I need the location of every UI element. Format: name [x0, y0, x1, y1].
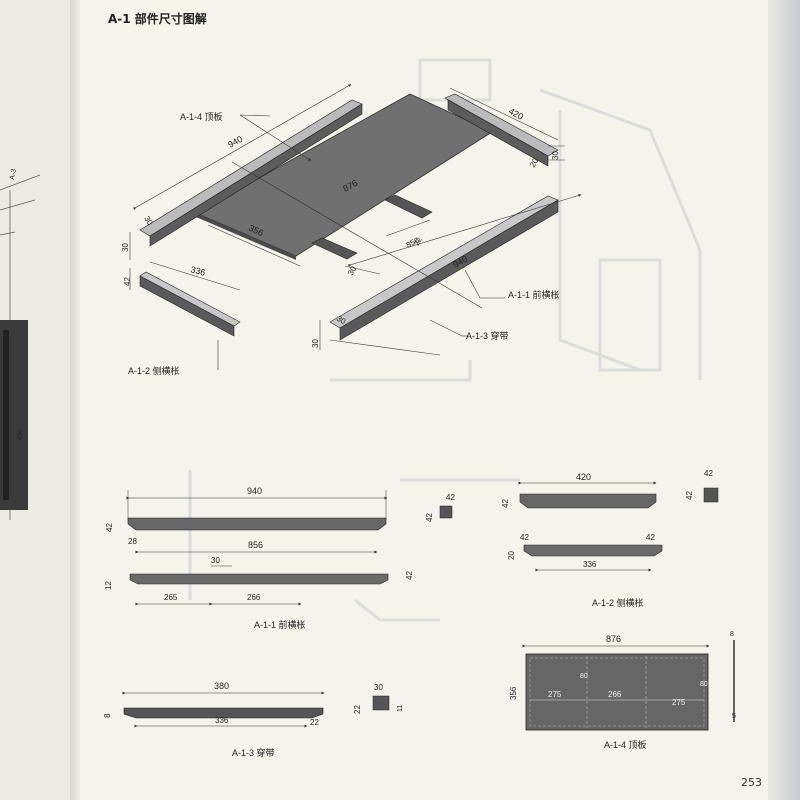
callout-top-board: A-1-4 顶板: [180, 111, 223, 122]
side-rail-dim-42-c: 42: [685, 491, 694, 500]
left-page-drawing: A-3 434: [0, 168, 41, 520]
top-board-dim-5: 5: [732, 713, 736, 720]
callout-stretcher: A-1-3 穿带: [466, 330, 509, 341]
front-rail-section: [439, 505, 453, 519]
isometric-assembly: A-1-4 顶板 A-1-1 前横枨 A-1-3 穿带 A-1-2 侧横枨 94…: [121, 84, 582, 376]
stretcher-caption: A-1-3 穿带: [232, 747, 275, 758]
side-rail-section: [703, 487, 719, 503]
side-rail-dim-336: 336: [583, 560, 597, 569]
top-board-dim-80-a: 80: [580, 673, 588, 680]
side-rail-dim-42-b: 42: [704, 469, 713, 478]
side-rail-dim-42: 42: [501, 499, 510, 508]
page-gutter: [70, 0, 82, 800]
iso-dim-30-d: 30: [346, 264, 359, 277]
iso-dim-30-f: 30: [311, 339, 320, 348]
front-rail-dim-28: 28: [128, 537, 137, 546]
page-number: 253: [741, 776, 762, 789]
front-rail-elevation-view: [129, 573, 389, 585]
top-board-dim-275-b: 275: [672, 698, 686, 707]
callout-front-rail: A-1-1 前横枨: [508, 289, 560, 300]
top-board-dim-8: 8: [730, 631, 734, 638]
front-rail-dim-856: 856: [248, 540, 263, 550]
front-rail-dim-42-b: 42: [446, 493, 455, 502]
left-page: A-3 434: [0, 0, 78, 800]
front-rail-dim-30: 30: [211, 556, 220, 565]
side-rail-dim-42-e: 42: [646, 533, 655, 542]
stretcher-dim-11: 11: [397, 705, 404, 712]
iso-dim-336: 336: [189, 264, 206, 278]
top-board-dim-356: 356: [509, 686, 518, 700]
stretcher-dim-22-b: 22: [353, 705, 362, 714]
side-rail-views: 420 42 42 42 42 20 336 42 A-1-2 侧横枨: [501, 469, 719, 608]
side-rail-dim-20: 20: [507, 551, 516, 560]
side-rail-plan-view: [519, 493, 657, 509]
top-board-dim-80-b: 80: [700, 681, 708, 688]
top-board-dim-876: 876: [606, 634, 621, 644]
page-title: A-1 部件尺寸图解: [108, 12, 207, 26]
front-rail-dim-42-c: 42: [425, 513, 434, 522]
front-rail-dim-42: 42: [105, 523, 114, 532]
stretcher-dim-336: 336: [215, 716, 229, 725]
front-rail-plan-view: [127, 517, 387, 531]
front-rail-dim-940: 940: [247, 486, 262, 496]
stretcher-views: 380 8 336 22 30 22 11 A-1-3 穿带: [103, 681, 404, 758]
side-rail-dim-42-d: 42: [520, 533, 529, 542]
top-board-dim-266: 266: [608, 690, 622, 699]
side-rail-caption: A-1-2 侧横枨: [592, 597, 644, 608]
iso-dim-30-c: 30: [551, 151, 560, 160]
left-page-label-2: 434: [18, 429, 24, 440]
stretcher-section: [372, 695, 390, 711]
side-rail-elevation-view: [523, 544, 663, 557]
top-board-dim-275-a: 275: [548, 690, 562, 699]
stretcher-dim-30: 30: [374, 683, 383, 692]
front-rail-dim-266: 266: [247, 593, 261, 602]
iso-right-side-rail: [447, 99, 549, 167]
left-page-label-1: A-3: [9, 168, 18, 180]
iso-dim-30-b: 30: [121, 243, 130, 252]
iso-stretcher-1: [384, 194, 433, 219]
top-board-views: 876 275 266 275 80 80 356 8 5 A-1-4 顶板: [509, 631, 736, 750]
stretcher-dim-22: 22: [310, 718, 319, 727]
front-rail-dim-42-d: 42: [405, 571, 414, 580]
iso-front-rail: [339, 199, 559, 341]
iso-dim-22: 22: [414, 237, 424, 247]
front-rail-views: 940 42 28 42 42 856 30 12 265 266 42 A-1…: [104, 486, 455, 630]
iso-left-side-rail: [139, 275, 235, 337]
top-board-plan-view: [525, 653, 709, 731]
front-rail-dim-265: 265: [164, 593, 178, 602]
front-rail-caption: A-1-1 前横枨: [254, 619, 306, 630]
top-board-caption: A-1-4 顶板: [604, 739, 647, 750]
iso-stretcher-2: [311, 237, 358, 260]
page-edge: [768, 0, 800, 800]
stretcher-dim-8: 8: [103, 713, 112, 718]
stretcher-dim-380: 380: [214, 681, 229, 691]
stretcher-view: [123, 707, 324, 719]
side-rail-dim-420: 420: [576, 472, 591, 482]
front-rail-dim-12: 12: [104, 581, 113, 590]
callout-side-rail: A-1-2 侧横枨: [128, 365, 180, 376]
iso-dim-42: 42: [123, 277, 132, 286]
iso-dim-420: 420: [507, 106, 525, 122]
